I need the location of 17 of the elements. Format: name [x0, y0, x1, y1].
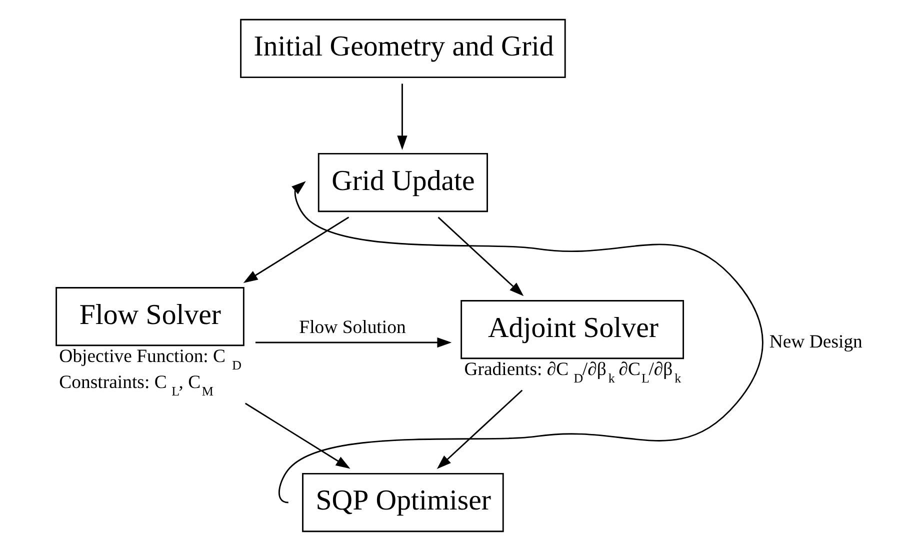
node-label: Objective Function: C$_{D}$	[58, 346, 242, 372]
arrow	[436, 390, 522, 470]
arrow	[242, 216, 349, 283]
node-box: SQP Optimiser	[302, 472, 504, 532]
arrow	[278, 181, 763, 504]
arrow	[244, 402, 350, 469]
edge-label: New Design	[768, 331, 862, 352]
arrow	[254, 337, 452, 348]
node-box: Flow Solver	[55, 287, 244, 346]
node-box: Grid Update	[317, 152, 488, 212]
edge-label: Flow Solution	[298, 317, 406, 338]
arrow	[396, 84, 407, 150]
node-label: Gradients: ∂C$_{D}$/∂β$_{k}$ ∂C$_{L}$/∂β$_{k}$	[464, 358, 681, 386]
node-box: Initial Geometry and Grid	[240, 18, 566, 78]
node-label: Constraints: C$_{L}$, C$_{M}$	[58, 372, 213, 398]
arrow	[437, 216, 524, 296]
node-box: Adjoint Solver	[460, 300, 684, 360]
